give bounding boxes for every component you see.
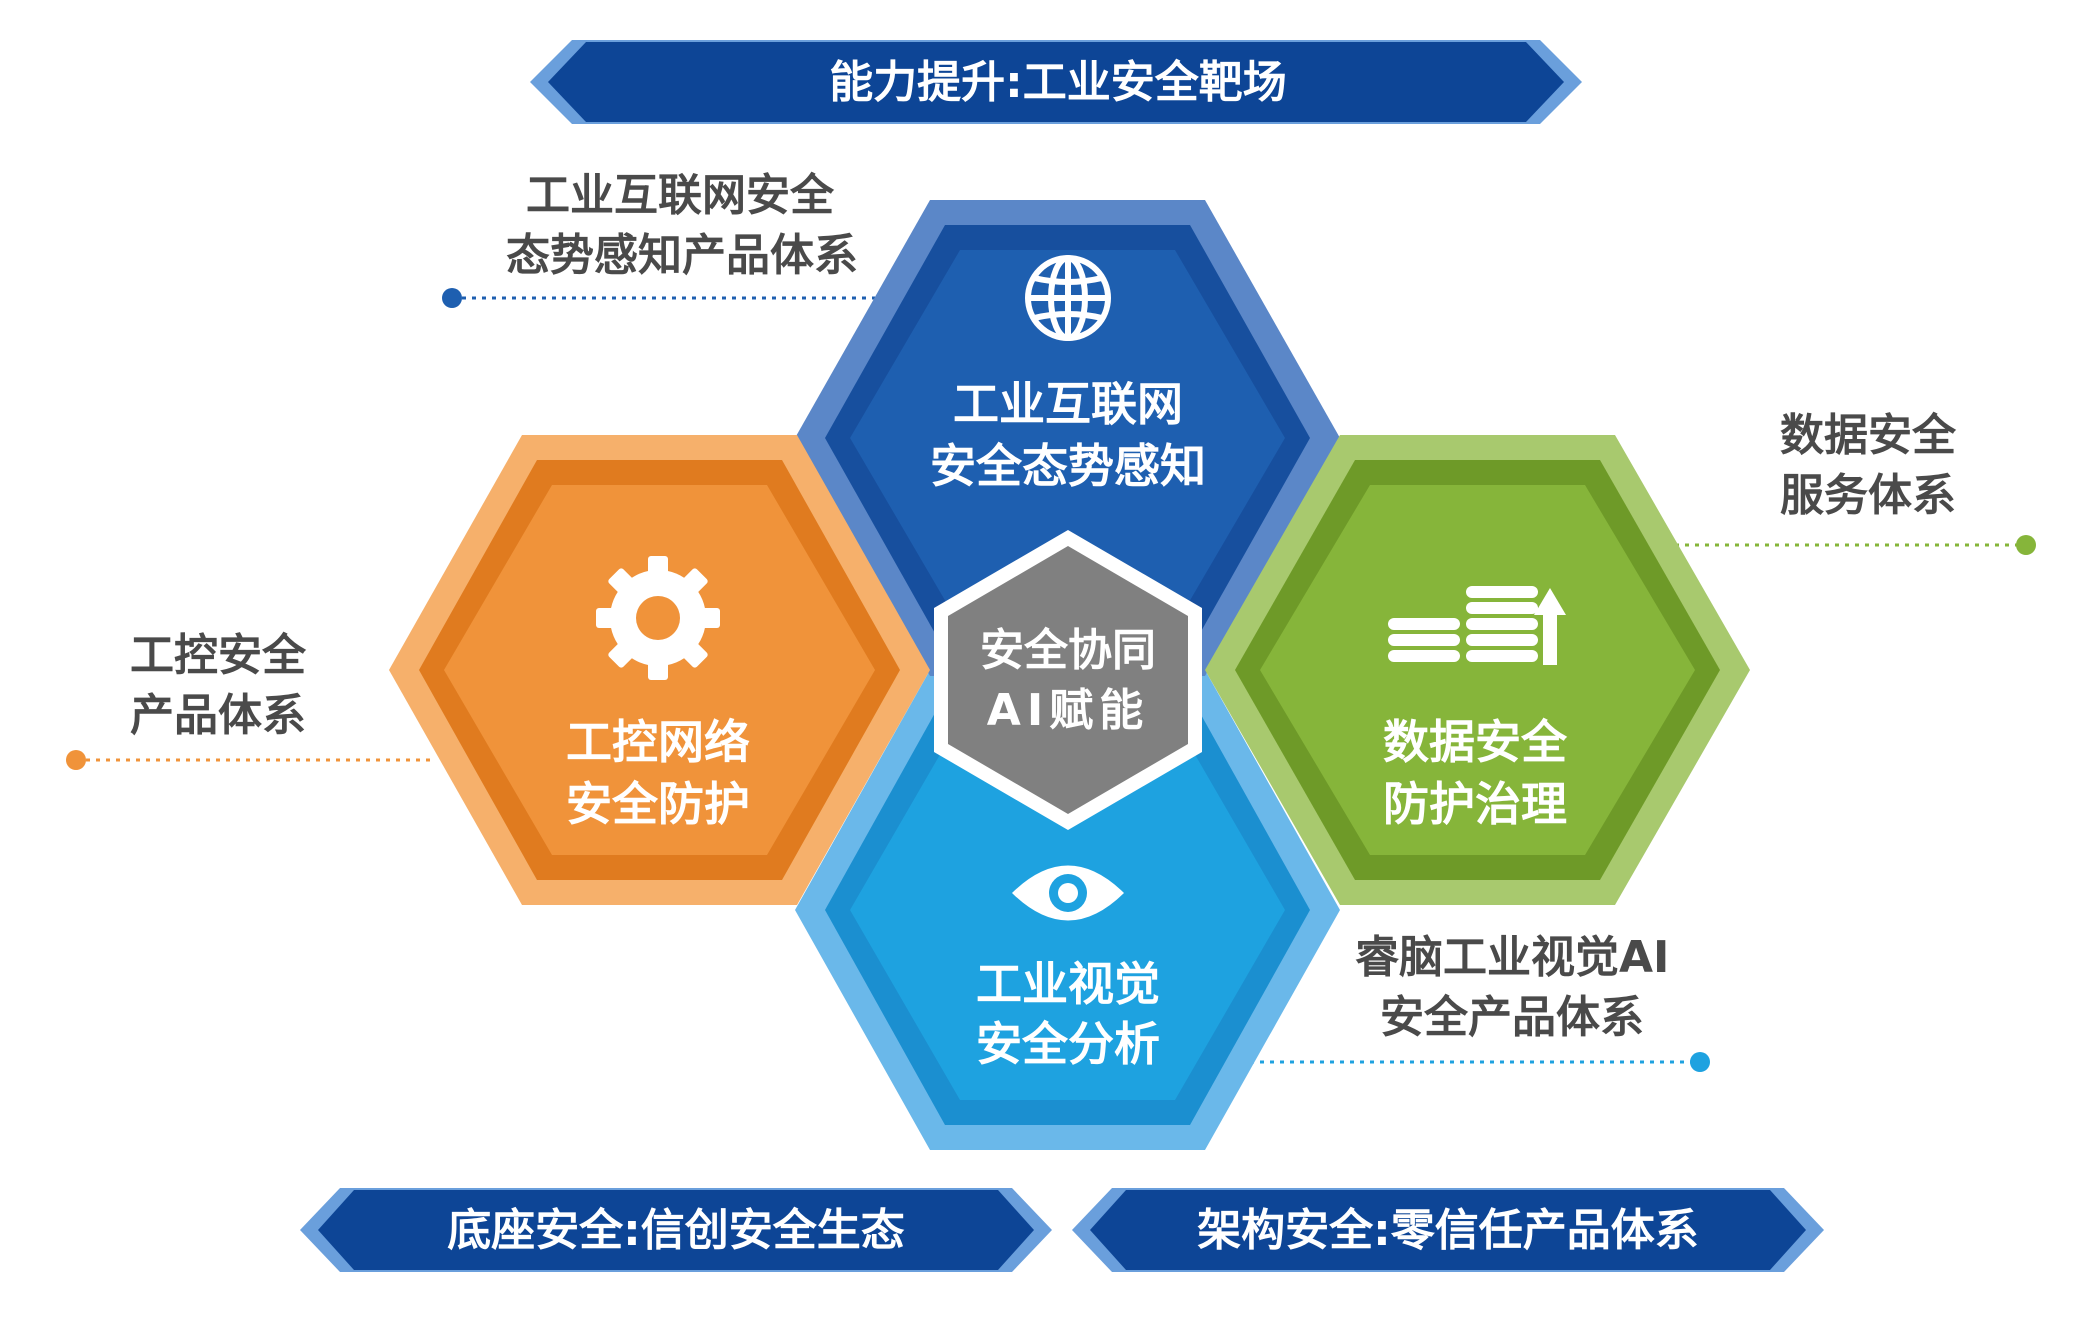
hex-center-line2: AI赋能 — [987, 685, 1149, 736]
bottom-left-banner-text: 底座安全:信创安全生态 — [447, 1205, 905, 1256]
callout-texts: 工业互联网安全 态势感知产品体系 工控安全 产品体系 数据安全 服务体系 睿脑工… — [130, 170, 1957, 1043]
callout-top-left-line1: 工业互联网安全 — [526, 170, 835, 221]
top-banner-text: 能力提升:工业安全靶场 — [829, 57, 1287, 108]
eye-icon — [1012, 865, 1124, 921]
hex-left: 工控网络 安全防护 — [389, 435, 930, 905]
bottom-right-banner-text: 架构安全:零信任产品体系 — [1197, 1205, 1699, 1256]
callout-left-line2: 产品体系 — [130, 690, 306, 741]
coins-growth-icon — [1388, 586, 1566, 665]
bottom-left-banner: 底座安全:信创安全生态 — [300, 1188, 1052, 1272]
callout-right-line1: 数据安全 — [1780, 410, 1957, 461]
globe-icon — [1025, 255, 1111, 341]
callout-top-left-line2: 态势感知产品体系 — [506, 230, 858, 281]
hex-left-line1: 工控网络 — [566, 715, 750, 769]
hex-top-line1: 工业互联网 — [953, 377, 1183, 431]
hex-bottom-line1: 工业视觉 — [976, 957, 1160, 1011]
callout-dot-left — [66, 750, 86, 770]
callout-left-line1: 工控安全 — [130, 630, 307, 681]
callout-right-line2: 服务体系 — [1780, 470, 1956, 521]
top-banner: 能力提升:工业安全靶场 — [530, 40, 1582, 124]
hex-top: 工业互联网 安全态势感知 — [795, 200, 1340, 676]
bottom-right-banner: 架构安全:零信任产品体系 — [1072, 1188, 1824, 1272]
hex-right-line2: 防护治理 — [1383, 777, 1567, 831]
hex-bottom-line2: 安全分析 — [976, 1017, 1160, 1071]
callout-dot-bottom-right — [1690, 1052, 1710, 1072]
hex-left-line2: 安全防护 — [566, 777, 750, 831]
hex-right-line1: 数据安全 — [1383, 715, 1568, 769]
callout-lines — [66, 288, 2036, 1072]
hex-right: 数据安全 防护治理 — [1205, 435, 1750, 905]
callout-bottom-right-line1: 睿脑工业视觉AI — [1355, 932, 1669, 983]
callout-dot-right — [2016, 535, 2036, 555]
hex-center: 安全协同 AI赋能 — [934, 530, 1202, 830]
hex-center-line1: 安全协同 — [980, 625, 1156, 676]
gear-icon — [596, 556, 720, 680]
hex-bottom: 工业视觉 安全分析 — [795, 670, 1340, 1150]
callout-bottom-right-line2: 安全产品体系 — [1380, 992, 1644, 1043]
hex-top-line2: 安全态势感知 — [930, 439, 1206, 493]
callout-dot-top-left — [442, 288, 462, 308]
